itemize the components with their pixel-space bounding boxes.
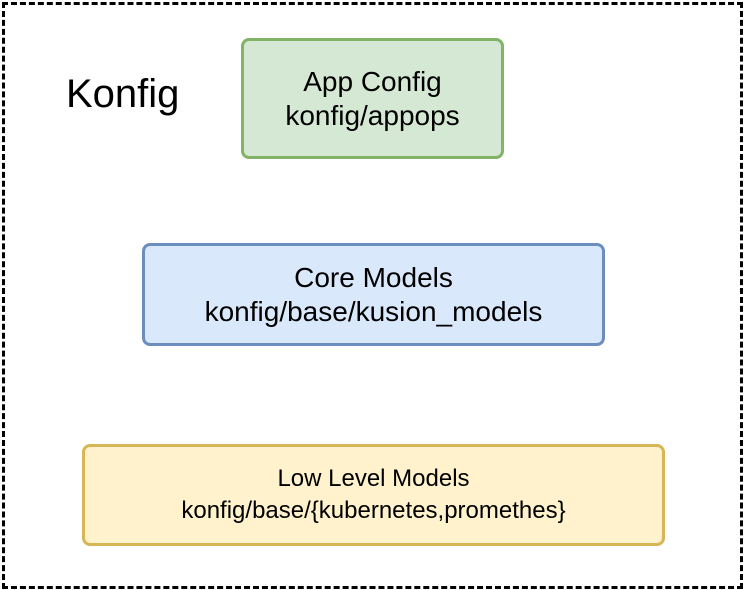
low-level-models-title: Low Level Models bbox=[277, 465, 470, 492]
konfig-container-title: Konfig bbox=[66, 72, 180, 116]
low-level-models-box: Low Level Models konfig/base/{kubernetes… bbox=[82, 444, 665, 546]
low-level-models-path: konfig/base/{kubernetes,promethes} bbox=[181, 497, 566, 524]
app-config-box: App Config konfig/appops bbox=[241, 38, 504, 159]
core-models-title: Core Models bbox=[294, 261, 453, 293]
app-config-path: konfig/appops bbox=[285, 99, 460, 131]
app-config-title: App Config bbox=[303, 65, 442, 97]
core-models-path: konfig/base/kusion_models bbox=[204, 295, 543, 327]
core-models-box: Core Models konfig/base/kusion_models bbox=[142, 243, 605, 346]
